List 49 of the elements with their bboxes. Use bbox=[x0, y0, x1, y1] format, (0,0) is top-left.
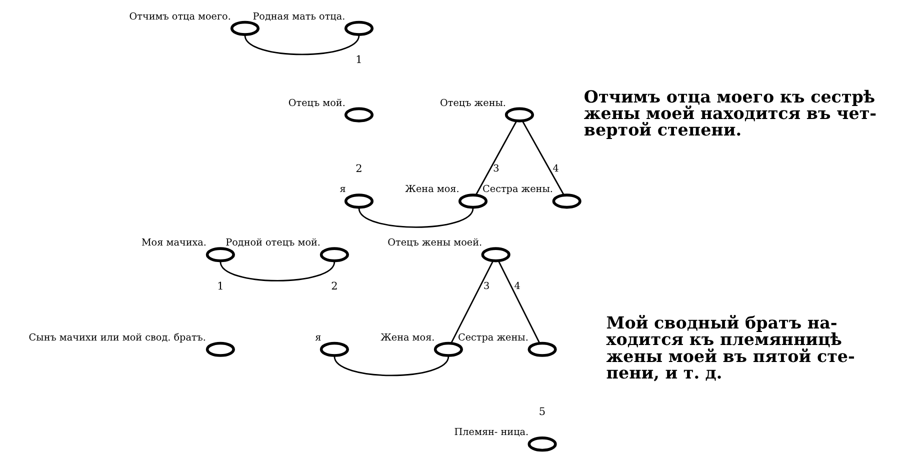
node-label: Моя мачиха. bbox=[140, 238, 206, 249]
connector bbox=[450, 260, 494, 344]
node-ellipse bbox=[552, 194, 581, 209]
node-label: Отчимъ отца моего. bbox=[128, 11, 230, 22]
label: 5 bbox=[538, 406, 546, 418]
node-ellipse bbox=[205, 247, 234, 262]
edge-label: 4 bbox=[552, 164, 558, 175]
node-ellipse bbox=[344, 20, 374, 36]
node-label: Жена моя. bbox=[380, 332, 434, 344]
node-label: я bbox=[314, 332, 321, 344]
node-ellipse bbox=[527, 436, 556, 452]
connector bbox=[497, 260, 540, 344]
node-ellipse bbox=[344, 107, 374, 122]
node-label: Сынъ мачихи или мой свод. братъ. bbox=[28, 332, 206, 344]
node-label: Родная мать отца. bbox=[252, 11, 345, 22]
node-label: Сестра жены. bbox=[457, 332, 528, 344]
node-ellipse bbox=[480, 247, 510, 262]
node-ellipse bbox=[527, 342, 556, 357]
label: Отчимъ отца моего къ сестрѣ жены моей находится въ чет- вертой степени. bbox=[583, 86, 876, 140]
node-ellipse bbox=[458, 194, 488, 209]
connector bbox=[333, 356, 449, 376]
node-ellipse bbox=[344, 194, 374, 209]
node-ellipse bbox=[319, 247, 348, 262]
node-label: Отецъ жены моей. bbox=[387, 238, 482, 249]
edge-label: 3 bbox=[483, 281, 490, 292]
node-ellipse bbox=[230, 20, 260, 36]
node-ellipse bbox=[433, 342, 462, 357]
node-ellipse bbox=[504, 107, 534, 122]
label: 1 bbox=[216, 280, 224, 292]
label: 2 bbox=[330, 280, 338, 292]
node-label: Сестра жены. bbox=[482, 184, 552, 196]
edge-label: 3 bbox=[492, 164, 499, 175]
label: Мой сводный братъ на- ходится къ племянницѣ жены моей въ пятой сте- пени, и т. д. bbox=[606, 312, 854, 383]
node-label: Жена моя. bbox=[404, 184, 459, 196]
connector bbox=[219, 261, 335, 282]
node-label: Родной отецъ мой. bbox=[225, 238, 320, 249]
connector bbox=[244, 35, 360, 56]
label: 1 bbox=[355, 54, 362, 66]
connector bbox=[358, 208, 474, 228]
label: 2 bbox=[355, 162, 362, 175]
node-label: Племян- ница. bbox=[454, 427, 528, 438]
node-label: Отецъ жены. bbox=[440, 98, 506, 109]
node-label: я bbox=[339, 184, 346, 196]
node-ellipse bbox=[205, 342, 234, 357]
node-label: Отецъ мой. bbox=[288, 98, 345, 109]
connector bbox=[521, 120, 564, 196]
node-ellipse bbox=[319, 342, 348, 357]
edge-label: 4 bbox=[514, 281, 520, 292]
connector bbox=[474, 120, 517, 196]
